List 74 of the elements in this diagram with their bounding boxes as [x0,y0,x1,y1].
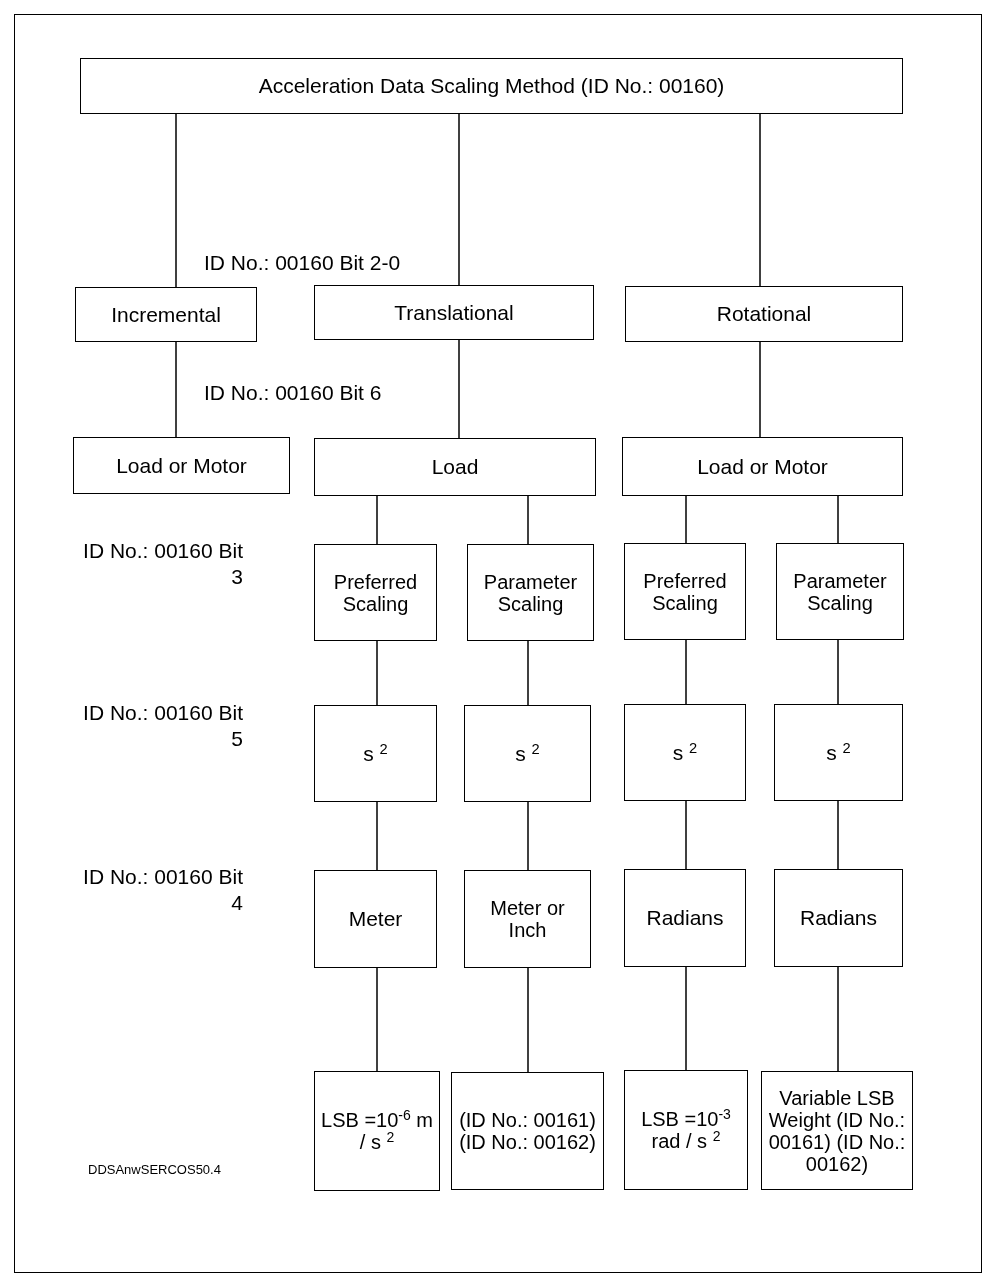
box-label: Preferred Scaling [642,569,728,614]
connector-line [376,967,378,1072]
process-box [774,869,903,967]
process-box [314,285,594,340]
bit-label: ID No.: 00160 Bit 5 [82,700,243,753]
box-label: Meter [348,907,403,931]
box-label: s $^{2}$ [826,740,851,765]
process-box [73,437,290,494]
process-box [314,870,437,968]
drawing-id: DDSAnwSERCOS50.4 [88,1162,222,1179]
process-box [464,870,591,968]
process-box [761,1071,913,1190]
process-box [314,705,437,802]
box-label: Parameter Scaling [482,570,579,615]
bit-label: ID No.: 00160 Bit 3 [82,538,243,591]
box-label: Load or Motor [116,453,247,478]
box-label: Radians [799,906,878,930]
connector-line [759,113,761,287]
box-label: s $^{2}$ [363,741,388,766]
process-box [624,543,746,640]
process-box [776,543,904,640]
box-label: s $^{2}$ [515,741,540,766]
box-label: Load or Motor [697,454,828,479]
process-box [774,704,903,801]
box-label: LSB =10$^{-3}$ rad / s $^{2}$ [640,1108,732,1152]
box-label: s $^{2}$ [672,740,698,765]
box-label: Variable LSB Weight (ID No.: 00161) (ID No.: 00162) [767,1086,907,1175]
connector-line [837,966,839,1072]
box-label: Translational [394,300,514,325]
box-label: Acceleration Data Scaling Method (ID No.: 00160) [258,74,725,98]
process-box [624,869,746,967]
connector-line [837,639,839,705]
connector-line [376,801,378,871]
connector-line [527,495,529,545]
connector-line [685,639,687,705]
process-box [314,544,437,641]
connector-line [837,800,839,870]
connector-line [458,339,460,439]
box-label: Radians [646,906,724,930]
box-label: LSB =10$^{-6}$ m / s $^{2}$ [320,1109,434,1153]
bit-label: ID No.: 00160 Bit 4 [82,864,243,917]
connector-line [759,341,761,438]
process-box [314,1071,440,1191]
process-box [464,705,591,802]
box-label: Rotational [716,302,812,326]
connector-line [527,640,529,706]
box-label: Load [431,455,479,479]
connector-line [685,800,687,870]
process-box [314,438,596,496]
title-box [80,58,903,114]
connector-line [376,640,378,706]
process-box [451,1072,604,1190]
process-box [624,1070,748,1190]
process-box [624,704,746,801]
connector-line [685,495,687,544]
connector-line [175,113,177,288]
process-box [625,286,903,342]
box-label: (ID No.: 00161) (ID No.: 00162) [458,1109,597,1153]
connector-line [837,495,839,544]
box-label: Incremental [111,302,221,327]
box-label: Parameter Scaling [792,569,888,614]
connector-line [175,341,177,438]
connector-line [527,967,529,1073]
bit-label: ID No.: 00160 Bit 2-0 [204,250,402,276]
connector-line [376,495,378,545]
connector-line [527,801,529,871]
process-box [75,287,257,342]
connector-line [458,113,460,286]
box-label: Meter or Inch [489,897,566,941]
process-box [467,544,594,641]
bit-label: ID No.: 00160 Bit 6 [204,380,383,406]
box-label: Preferred Scaling [332,570,419,615]
connector-line [685,966,687,1071]
process-box [622,437,903,496]
